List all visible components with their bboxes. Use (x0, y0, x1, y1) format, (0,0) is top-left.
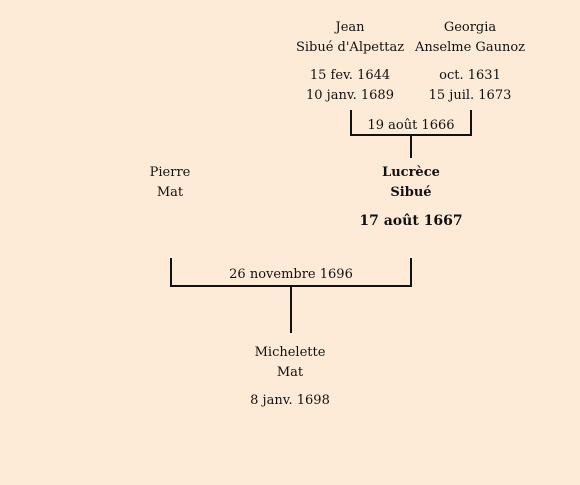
person-last-name: Mat (156, 185, 184, 200)
person-birth-date: oct. 1631 (439, 68, 501, 83)
person-first-name: Michelette (254, 345, 326, 360)
person-birth-date: 8 janv. 1698 (250, 393, 330, 408)
marriage-connector-left (350, 110, 352, 136)
person-death-date: 15 juil. 1673 (428, 88, 512, 103)
person-first-name: Georgia (443, 20, 497, 35)
marriage-date-pierre-lucrece: 26 novembre 1696 (229, 267, 353, 282)
marriage-date-jean-georgia: 19 août 1666 (367, 118, 455, 133)
marriage-connector-right (470, 110, 472, 136)
person-birth-date: 15 fev. 1644 (309, 68, 391, 83)
person-last-name: Mat (276, 365, 304, 380)
person-last-name: Sibué d'Alpettaz (295, 40, 405, 55)
person-jean[interactable]: Jean Sibué d'Alpettaz 15 fev. 1644 10 ja… (285, 18, 415, 106)
person-lucrece[interactable]: Lucrèce Sibué 17 août 1667 (350, 163, 472, 231)
person-death-date: 10 janv. 1689 (306, 88, 394, 103)
person-first-name: Lucrèce (382, 165, 440, 180)
person-last-name: Anselme Gaunoz (415, 40, 525, 55)
marriage-connector-bottom (350, 134, 472, 136)
marriage-connector-bottom (170, 285, 412, 287)
person-first-name: Pierre (149, 165, 191, 180)
descent-line (290, 287, 292, 333)
person-first-name: Jean (335, 20, 365, 35)
marriage-connector-left (170, 258, 172, 287)
person-last-name: Sibué (390, 185, 432, 200)
marriage-connector-right (410, 258, 412, 287)
person-birth-date: 17 août 1667 (359, 213, 463, 229)
person-georgia[interactable]: Georgia Anselme Gaunoz oct. 1631 15 juil… (405, 18, 535, 106)
person-pierre[interactable]: Pierre Mat (110, 163, 230, 203)
person-michelette[interactable]: Michelette Mat 8 janv. 1698 (230, 343, 350, 411)
descent-line (410, 136, 412, 158)
